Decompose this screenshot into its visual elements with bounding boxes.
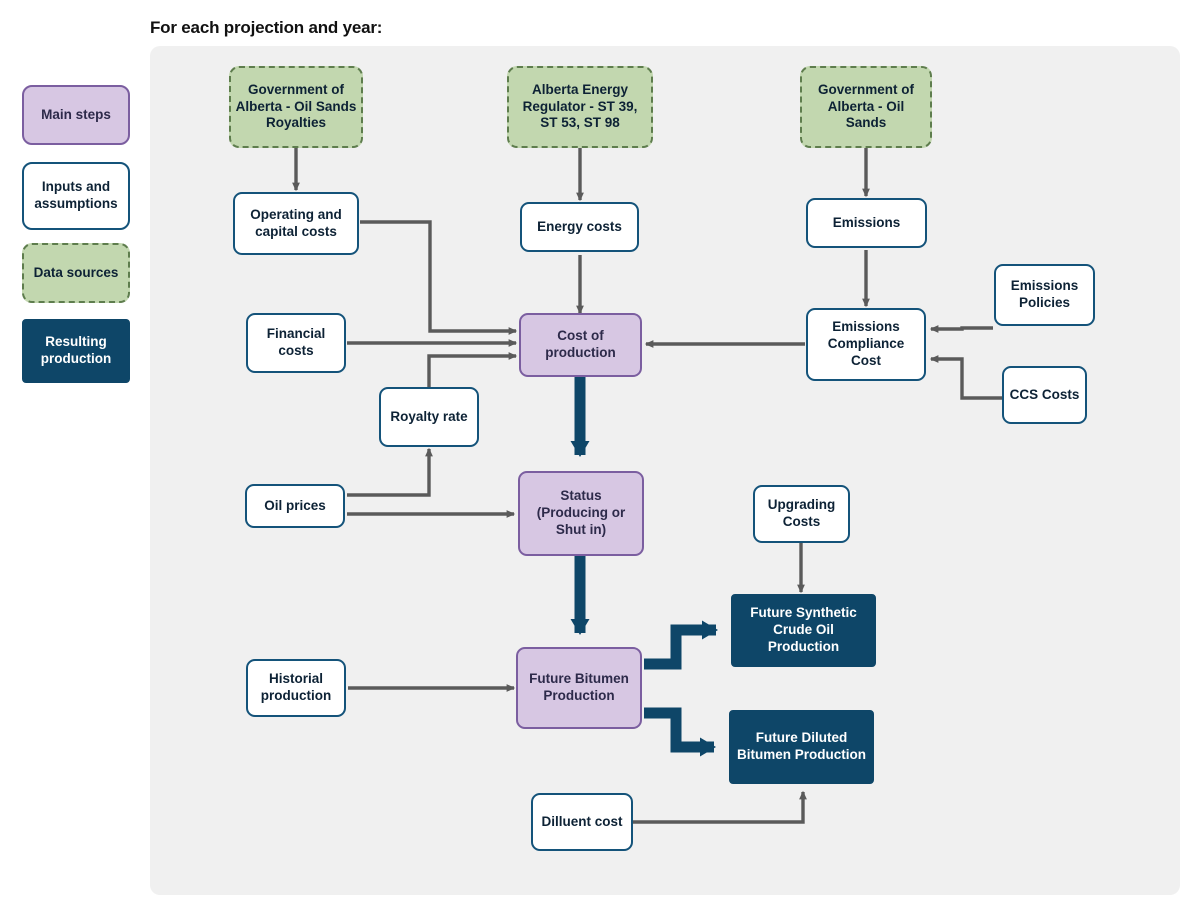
node-energy-costs[interactable]: Energy costs [520,202,639,252]
node-gov-oil-sands[interactable]: Government of Alberta - Oil Sands [800,66,932,148]
page-title: For each projection and year: [150,18,383,37]
legend-item-inputs: Inputs and assumptions [22,162,130,230]
node-cost-of-production[interactable]: Cost of production [519,313,642,377]
node-dilluent-cost[interactable]: Dilluent cost [531,793,633,851]
node-status[interactable]: Status (Producing or Shut in) [518,471,644,556]
legend-item-resulting-production: Resulting production [22,319,130,383]
legend-item-data-sources: Data sources [22,243,130,303]
node-royalty-rate[interactable]: Royalty rate [379,387,479,447]
node-emissions[interactable]: Emissions [806,198,927,248]
node-upgrading-costs[interactable]: Upgrading Costs [753,485,850,543]
node-future-diluted-bitumen-production[interactable]: Future Diluted Bitumen Production [729,710,874,784]
node-emissions-compliance-cost[interactable]: Emissions Compliance Cost [806,308,926,381]
node-historical-production[interactable]: Historial production [246,659,346,717]
node-alberta-energy-regulator[interactable]: Alberta Energy Regulator - ST 39, ST 53,… [507,66,653,148]
node-emissions-policies[interactable]: Emissions Policies [994,264,1095,326]
node-operating-capital-costs[interactable]: Operating and capital costs [233,192,359,255]
legend-item-main-steps: Main steps [22,85,130,145]
node-future-bitumen-production[interactable]: Future Bitumen Production [516,647,642,729]
node-future-synthetic-crude-oil-production[interactable]: Future Synthetic Crude Oil Production [731,594,876,667]
node-ccs-costs[interactable]: CCS Costs [1002,366,1087,424]
node-gov-oil-sands-royalties[interactable]: Government of Alberta - Oil Sands Royalt… [229,66,363,148]
flow-panel-background [150,46,1180,895]
node-oil-prices[interactable]: Oil prices [245,484,345,528]
node-financial-costs[interactable]: Financial costs [246,313,346,373]
